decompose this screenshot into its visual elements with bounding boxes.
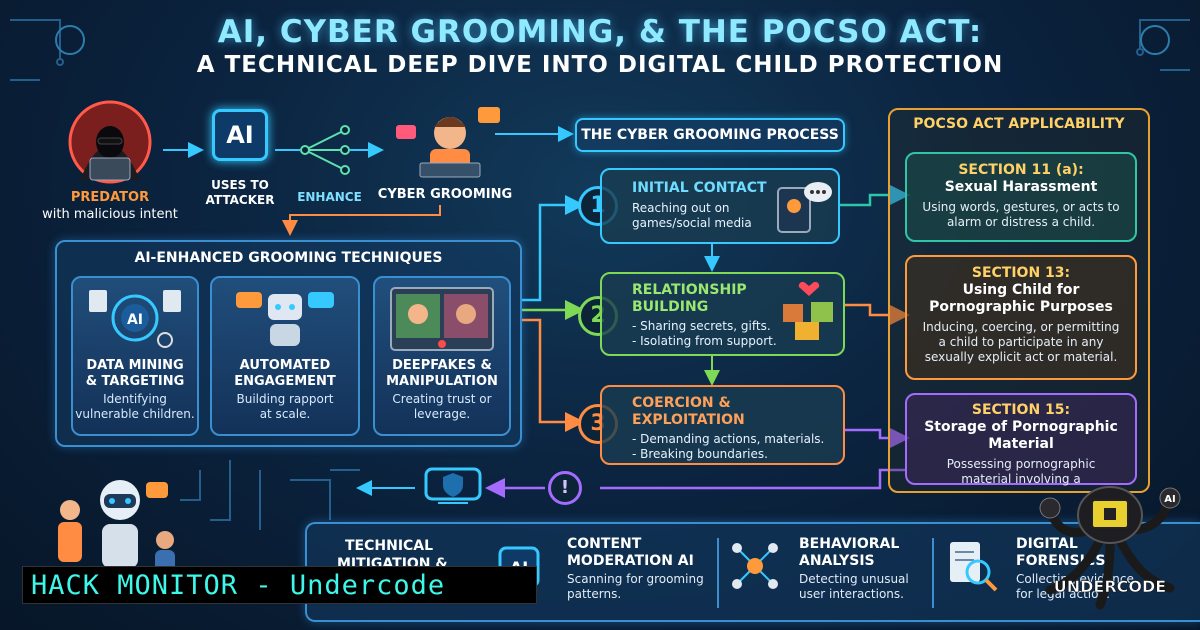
step-head1: INITIAL CONTACT: [632, 180, 767, 196]
svg-text:AI: AI: [127, 312, 143, 328]
robot-family-icon: [58, 480, 175, 576]
technique-head1: AUTOMATED: [239, 358, 331, 373]
section-sub1: Storage of Pornographic: [924, 419, 1118, 435]
firewall-shield-icon: [424, 467, 482, 504]
step-desc2: games/social media: [632, 216, 752, 230]
mitigation-desc2: for legal action.: [1016, 587, 1110, 601]
pocso-title: POCSO ACT APPLICABILITY: [913, 116, 1125, 132]
process-step-coercion: COERCION & EXPLOITATION - Demanding acti…: [600, 385, 845, 465]
step-head2: BUILDING: [632, 299, 709, 315]
predator-sublabel: with malicious intent: [42, 207, 178, 222]
warning-icon: !: [548, 471, 582, 505]
magnifier-doc-icon: [950, 542, 998, 592]
uses-to-label: USES TO: [211, 178, 269, 192]
pocso-section-11a: SECTION 11 (a): Sexual Harassment Using …: [905, 152, 1137, 242]
mitigation-panel: TECHNICAL MITIGATION & AI CONTENT MODERA…: [305, 522, 1200, 622]
process-title-box: THE CYBER GROOMING PROCESS: [575, 118, 845, 152]
technique-head1: DATA MINING: [86, 358, 184, 373]
process-step-initial-contact: INITIAL CONTACT Reaching out on games/so…: [600, 168, 840, 244]
step-head2: EXPLOITATION: [632, 412, 745, 428]
section-sub1: Using Child for: [962, 282, 1080, 298]
section-desc2: a child to participate in any: [938, 335, 1104, 349]
section-desc2: material involving a: [961, 472, 1081, 486]
child-laptop-icon: [396, 107, 500, 178]
section-desc1: Using words, gestures, or acts to: [922, 200, 1120, 214]
video-call-icon: [390, 287, 494, 351]
mitigation-head2: MODERATION AI: [567, 553, 694, 569]
subtitle: A TECHNICAL DEEP DIVE INTO DIGITAL CHILD…: [196, 52, 1004, 78]
watermark-logo: UNDERCODE: [1054, 577, 1166, 596]
svg-text:AI: AI: [1164, 494, 1175, 505]
predator-group: PREDATOR with malicious intent: [40, 100, 180, 230]
mitigation-desc1: Detecting unusual: [799, 572, 909, 586]
pocso-section-15: SECTION 15: Storage of Pornographic Mate…: [905, 393, 1137, 486]
technique-head2: ENGAGEMENT: [234, 374, 336, 389]
step-desc1: Reaching out on: [632, 201, 730, 215]
section-desc2: alarm or distress a child.: [946, 215, 1096, 229]
technique-head1: DEEPFAKES &: [392, 358, 492, 373]
technique-head2: MANIPULATION: [386, 374, 498, 389]
main-title: AI, CYBER GROOMING, & THE POCSO ACT:: [217, 14, 983, 50]
mitigation-head2: ANALYSIS: [799, 553, 875, 569]
section-desc1: Inducing, coercing, or permitting: [922, 320, 1120, 334]
technique-desc2: vulnerable children.: [75, 407, 195, 421]
mitigation-desc2: user interactions.: [799, 587, 904, 601]
techniques-title: AI-ENHANCED GROOMING TECHNIQUES: [134, 250, 443, 266]
step-desc2: - Isolating from support.: [632, 334, 777, 348]
section-desc3: sexually explicit act or material.: [924, 350, 1118, 364]
mitigation-item-behavioral: BEHAVIORAL ANALYSIS Detecting unusual us…: [727, 534, 937, 614]
ai-chip-group: AI USES TO ATTACKER: [200, 105, 280, 207]
octopus-hacker-icon: AI UNDERCODE: [1039, 486, 1181, 610]
section-sub2: Pornographic Purposes: [929, 299, 1113, 315]
technique-desc1: Identifying: [103, 392, 167, 406]
enhance-label: ENHANCE: [297, 190, 362, 204]
step-desc2: - Breaking boundaries.: [632, 447, 768, 461]
mitigation-title1: TECHNICAL: [345, 538, 434, 554]
technique-card-automated: AUTOMATED ENGAGEMENT Building rapport at…: [210, 276, 360, 436]
predator-label: PREDATOR: [70, 190, 150, 205]
techniques-panel: AI-ENHANCED GROOMING TECHNIQUES AI DATA …: [55, 240, 522, 447]
hooded-predator-icon: [68, 100, 152, 184]
technique-card-deepfakes: DEEPFAKES & MANIPULATION Creating trust …: [373, 276, 511, 436]
step-desc1: - Demanding actions, materials.: [632, 432, 825, 446]
step-head1: RELATIONSHIP: [632, 282, 747, 298]
section-head: SECTION 13:: [971, 265, 1071, 281]
pocso-section-13: SECTION 13: Using Child for Pornographic…: [905, 255, 1137, 380]
section-desc1: Possessing pornographic: [946, 457, 1096, 471]
mitigation-desc1: Scanning for grooming: [567, 572, 704, 586]
process-step-relationship: RELATIONSHIP BUILDING - Sharing secrets,…: [600, 272, 845, 356]
network-nodes-icon: [732, 543, 778, 589]
section-head: SECTION 11 (a):: [958, 162, 1084, 178]
technique-desc2: leverage.: [413, 407, 471, 421]
mitigation-head1: DIGITAL: [1016, 536, 1078, 552]
section-sub2: Material: [988, 436, 1054, 452]
robot-chat-icon: [236, 292, 334, 346]
child-group: CYBER GROOMING: [378, 105, 520, 205]
section-sub1: Sexual Harassment: [944, 179, 1098, 195]
ai-chip-icon: AI: [212, 109, 268, 161]
hack-monitor-banner: HACK MONITOR - Undercode: [22, 566, 537, 604]
technique-head2: & TARGETING: [85, 374, 185, 389]
gift-boxes-icon: [783, 282, 833, 340]
mitigation-head1: CONTENT: [567, 536, 642, 552]
technique-desc1: Creating trust or: [392, 392, 492, 406]
section-head: SECTION 15:: [971, 402, 1071, 418]
tablet-chat-icon: [777, 182, 832, 233]
step-desc1: - Sharing secrets, gifts.: [632, 319, 771, 333]
technique-desc1: Building rapport: [236, 392, 334, 406]
banner-text: HACK MONITOR - Undercode: [31, 570, 446, 601]
attacker-label: ATTACKER: [205, 193, 275, 207]
cyber-grooming-label: CYBER GROOMING: [377, 187, 513, 202]
mitigation-desc2: patterns.: [567, 587, 622, 601]
technique-card-data-mining: AI DATA MINING & TARGETING Identifying v…: [71, 276, 199, 436]
mitigation-divider-2: [932, 538, 934, 608]
mitigation-divider-1: [717, 538, 719, 608]
mitigation-head1: BEHAVIORAL: [799, 536, 900, 552]
technique-desc2: at scale.: [259, 407, 311, 421]
profile-target-icon: AI: [89, 290, 181, 348]
step-head1: COERCION &: [632, 395, 731, 411]
